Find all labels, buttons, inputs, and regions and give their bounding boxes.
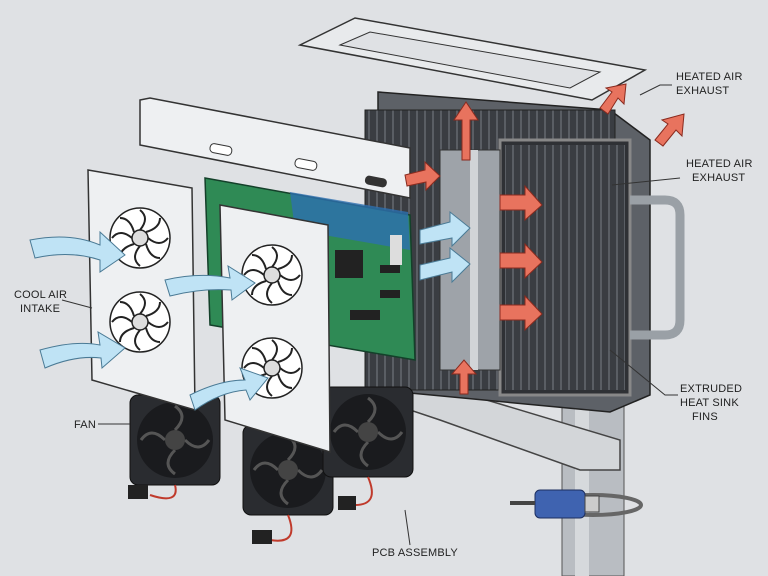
fan-unit-left bbox=[128, 393, 222, 487]
top-gasket-frame bbox=[297, 17, 648, 101]
carry-handle bbox=[630, 195, 685, 340]
pole-clamp bbox=[510, 489, 600, 519]
label-heated-air-exhaust-side: HEATED AIR EXHAUST bbox=[686, 158, 756, 184]
label-extruded-heat-sink-fins: EXTRUDED HEAT SINK FINS bbox=[680, 383, 745, 423]
cool-air-arrows bbox=[29, 210, 471, 411]
leader-lines bbox=[61, 84, 681, 546]
label-heated-air-exhaust-top: HEATED AIR EXHAUST bbox=[676, 71, 746, 97]
mounting-bar bbox=[139, 97, 411, 199]
label-cool-air-intake: COOL AIR INTAKE bbox=[14, 289, 70, 315]
fan-plate-right bbox=[219, 204, 331, 454]
hot-air-arrows bbox=[404, 83, 685, 395]
label-pcb-assembly: PCB ASSEMBLY bbox=[372, 547, 458, 559]
fan-cables bbox=[128, 476, 373, 544]
mounting-pole bbox=[543, 389, 643, 576]
fan-unit-right bbox=[321, 385, 415, 479]
label-fan: FAN bbox=[74, 419, 96, 431]
